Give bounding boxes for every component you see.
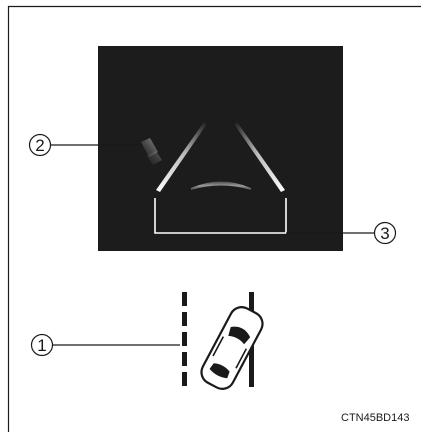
display-panel: [98, 46, 343, 251]
vehicle-top-view-icon: [197, 303, 266, 393]
callout-1: 1: [32, 335, 181, 356]
road-diagram: [182, 292, 267, 393]
dashed-lane-line-icon: [182, 292, 187, 386]
callout-2-number: 2: [35, 136, 44, 155]
callout-3-number: 3: [380, 224, 389, 243]
lane-departure-display-icon: [98, 46, 343, 251]
figure-id: CTN45BD143: [341, 412, 409, 424]
callout-1-number: 1: [37, 336, 46, 355]
